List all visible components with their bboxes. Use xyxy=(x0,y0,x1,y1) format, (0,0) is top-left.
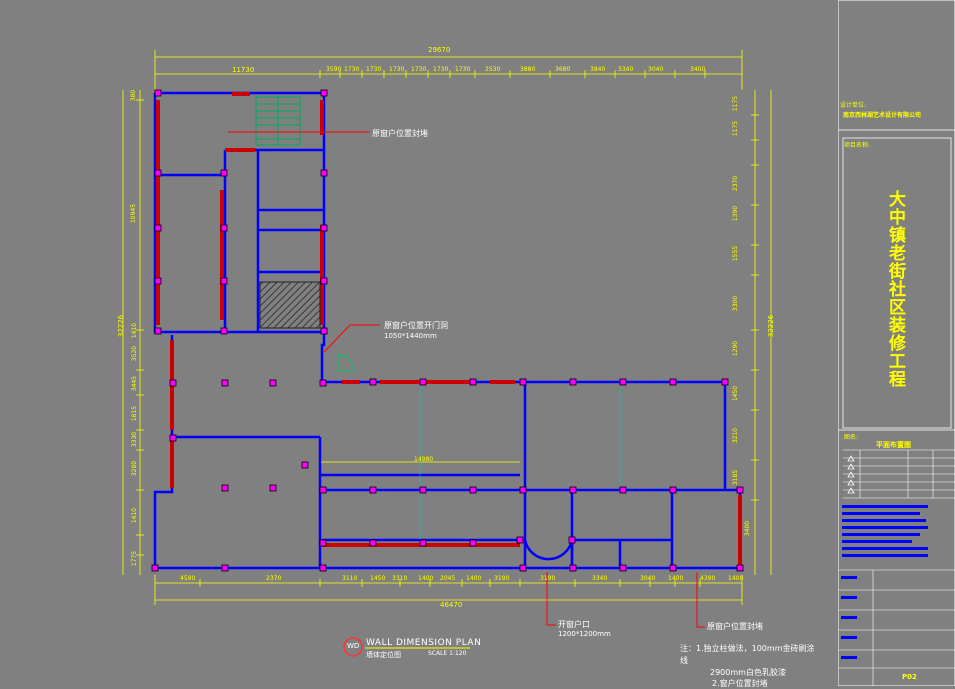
dim-left-total: 32226 xyxy=(117,314,126,338)
leader-lines xyxy=(228,131,705,628)
dim-text: 3210 xyxy=(732,427,740,444)
dim-text: 3880 xyxy=(520,66,536,73)
annotation-door-opening: 原窗户位置开门洞 xyxy=(384,321,448,330)
dim-text: 3185 xyxy=(732,469,740,486)
dim-text: 1175 xyxy=(732,95,740,112)
dim-text: 1390 xyxy=(732,205,740,222)
title-block-frame xyxy=(838,0,955,686)
dim-text: 1775 xyxy=(131,550,139,567)
dim-text: 3340 xyxy=(618,66,634,73)
dim-text: 3590 xyxy=(326,66,342,73)
dimension-ticks xyxy=(136,70,759,587)
dim-text: 11730 xyxy=(232,66,255,74)
note-line: 2900mm白色乳胶漆 xyxy=(710,668,786,677)
plan-label-badge: WD xyxy=(347,642,360,650)
dim-text: 3680 xyxy=(555,66,571,73)
dim-text: 2370 xyxy=(266,575,282,582)
dim-text: 3040 xyxy=(640,575,656,582)
dim-text: 380 xyxy=(130,89,138,102)
dim-text: 1730 xyxy=(389,66,405,73)
dim-text: 3400 xyxy=(690,66,706,73)
annotation-window-size: 1200*1200mm xyxy=(558,630,611,638)
drawing-name-label: 图名: xyxy=(844,434,859,441)
dim-text: 1730 xyxy=(411,66,427,73)
dim-text: 3280 xyxy=(131,460,139,477)
dim-text: 4390 xyxy=(700,575,716,582)
dim-text: 1730 xyxy=(344,66,360,73)
dim-text: 2370 xyxy=(732,175,740,192)
dim-right-total: 32226 xyxy=(767,314,776,338)
dim-mid: 14980 xyxy=(414,456,434,463)
dim-text: 3520 xyxy=(131,345,139,362)
dim-text: 2045 xyxy=(440,575,456,582)
dim-text: 3300 xyxy=(732,295,740,312)
dim-text: 1450 xyxy=(732,385,740,402)
dim-text: 1730 xyxy=(455,66,471,73)
dim-text: 3340 xyxy=(592,575,608,582)
dim-text: 3840 xyxy=(590,66,606,73)
note-line: 2.窗户位置封堵 xyxy=(712,679,768,688)
dim-text: 3190 xyxy=(494,575,510,582)
dim-text: 2530 xyxy=(485,66,501,73)
dim-text: 10945 xyxy=(130,203,138,224)
dim-text: 3040 xyxy=(648,66,664,73)
dim-text: 1400 xyxy=(466,575,482,582)
project-name: 大中镇老街社区装修工程 xyxy=(885,190,905,388)
design-company: 南京西林湖艺术设计有限公司 xyxy=(843,112,922,119)
note-line: 线 xyxy=(680,656,688,665)
plan-label-title: WALL DIMENSION PLAN xyxy=(366,638,482,648)
dim-text: 1410 xyxy=(131,322,139,339)
annotation-door-size: 1050*1440mm xyxy=(384,332,437,340)
columns xyxy=(151,89,744,572)
dim-text: 1175 xyxy=(732,120,740,137)
grid-lines xyxy=(419,382,621,540)
plan-label-scale: SCALE 1:120 xyxy=(428,650,467,657)
dim-text: 3310 xyxy=(392,575,408,582)
dim-text: 1730 xyxy=(433,66,449,73)
dim-text: 1410 xyxy=(131,507,139,524)
dim-text: 1450 xyxy=(370,575,386,582)
dim-text: 3110 xyxy=(342,575,358,582)
dim-text: 1730 xyxy=(366,66,382,73)
floor-plan-drawing xyxy=(122,50,772,657)
hatched-void xyxy=(259,281,321,329)
drawing-number: P02 xyxy=(902,673,917,681)
dim-text: 1815 xyxy=(131,405,139,422)
dim-text: 1290 xyxy=(732,340,740,357)
plan-label-subtitle: 墙体定位图 xyxy=(366,651,401,659)
dim-text: 3445 xyxy=(131,375,139,392)
project-name-label: 项目名称: xyxy=(844,142,871,149)
annotation-sealed-window: 原窗户位置封堵 xyxy=(372,129,428,138)
dim-text: 1400 xyxy=(418,575,434,582)
dim-text: 1400 xyxy=(728,575,744,582)
note-line: 注：1.独立柱做法，100mm金砖刷涂 xyxy=(680,644,815,653)
bay-window xyxy=(523,539,574,568)
door-arc xyxy=(337,354,355,372)
drawing-name: 平面布置图 xyxy=(876,441,911,449)
annotation-sealed-window-2: 原窗户位置封堵 xyxy=(707,622,763,631)
stair-block xyxy=(255,96,301,146)
dim-text: 3190 xyxy=(540,575,556,582)
new-walls xyxy=(156,92,742,565)
plan-label-circle xyxy=(343,637,363,657)
dim-bottom-total: 46470 xyxy=(440,601,463,609)
dim-text: 3330 xyxy=(131,431,139,448)
dim-text: 1555 xyxy=(732,245,740,262)
annotation-window-opening: 开窗户口 xyxy=(558,620,590,629)
dim-top-total: 29670 xyxy=(428,46,451,54)
dim-text: 4590 xyxy=(180,575,196,582)
dim-text: 3400 xyxy=(744,520,752,537)
design-unit-label: 设计单位: xyxy=(840,102,867,109)
dim-text: 1400 xyxy=(668,575,684,582)
